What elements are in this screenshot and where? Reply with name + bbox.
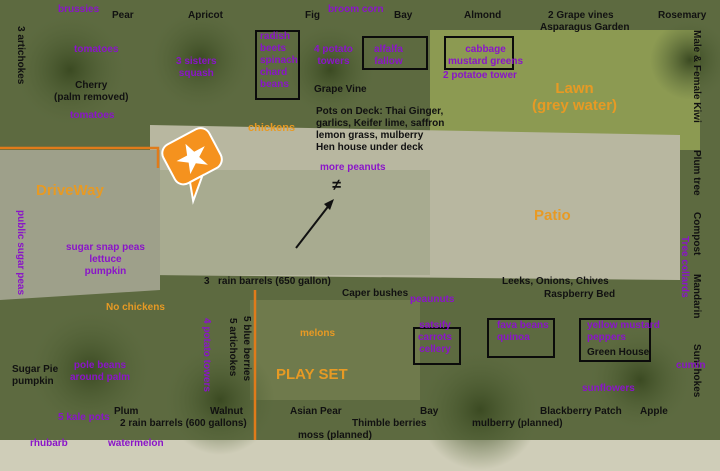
label-walnut: Walnut [210, 406, 243, 417]
label-driveway: DriveWay [36, 182, 104, 199]
label-peaunuts: peaunuts [410, 294, 455, 305]
label-tomatoes-1: tomatoes [74, 44, 119, 55]
label-patio: Patio [534, 207, 571, 224]
label-mulberry-planned: mulberry (planned) [472, 418, 563, 429]
label-pots-on-deck: Pots on Deck: Thai Ginger, garlics, Keif… [316, 106, 445, 153]
label-watermelon: watermelon [108, 438, 164, 449]
label-radish-bed: radish beets spinach chard beans [260, 31, 298, 90]
label-sugar-snap-peas: sugar snap peas lettuce pumpkin [66, 242, 145, 277]
bed-box-cabbage [444, 36, 514, 70]
label-chickens: chickens [248, 122, 296, 134]
label-lawn: Lawn (grey water) [532, 80, 618, 114]
bed-box-yellow-mustard [579, 318, 651, 362]
label-leeks: Leeks, Onions, Chives [502, 276, 609, 287]
bed-box-satsify [413, 327, 461, 365]
label-3: 3 [204, 276, 210, 287]
label-plum-tree: Plum tree [691, 150, 702, 196]
label-3-artichokes: 3 artichokes [15, 26, 26, 85]
label-raspberry-bed: Raspberry Bed [544, 289, 616, 300]
label-2-potatoe-tower: 2 potatoe tower [443, 70, 517, 81]
label-apple: Apple [640, 406, 668, 417]
label-public-sugar-peas: public sugar peas [15, 210, 26, 296]
label-play-set: PLAY SET [276, 366, 348, 383]
label-yellow-mustard: yellow mustard peppers [587, 320, 660, 343]
label-rain-barrels-650: rain barrels (650 gallon) [218, 276, 331, 287]
bed-box-radish [255, 30, 300, 100]
label-rain-barrels-600: 2 rain barrels (600 gallons) [120, 418, 247, 429]
label-bay-bottom: Bay [420, 406, 439, 417]
label-broom-corn: broom corn [328, 4, 384, 15]
label-moss-planned: moss (planned) [298, 430, 372, 441]
label-kiwi: Male & Female Kiwi [691, 30, 702, 123]
label-5-artichokes: 5 artichokes [227, 318, 238, 377]
north-arrow-glyph: ≠ [332, 177, 341, 194]
label-sunflowers: sunflowers [582, 383, 635, 394]
label-alfalfa: alfalfa fallow [374, 44, 403, 67]
arrow-head [324, 199, 334, 210]
label-satsify: satsify carrots cellery [418, 320, 452, 355]
label-no-chickens: No chickens [106, 302, 165, 313]
arrow [295, 203, 331, 249]
label-more-peanuts: more peanuts [320, 162, 386, 173]
label-5-blue-berries: 5 blue berries [241, 316, 252, 382]
star-pin-icon[interactable] [159, 125, 234, 205]
label-cherry: Cherry (palm removed) [54, 80, 129, 103]
label-green-house: Green House [587, 347, 650, 358]
label-compost: Compost [691, 212, 702, 256]
label-cabbage: cabbage mustard greens [448, 44, 524, 67]
label-thimble-berries: Thimble berries [352, 418, 427, 429]
label-4-potato-towers: 4 potato towers [314, 44, 353, 67]
label-blackberry-patch: Blackberry Patch [540, 406, 622, 417]
label-5-kale-pots: 5 kale pots [58, 412, 110, 423]
label-asparagus: Asparagus Garden [540, 22, 630, 33]
label-3-sisters: 3 sisters squash [176, 56, 217, 79]
label-tomatoes-2: tomatoes [70, 110, 115, 121]
label-brussies: brussies [58, 4, 100, 15]
label-grape-vines: 2 Grape vines [548, 10, 614, 21]
label-rosemary: Rosemary [658, 10, 707, 21]
label-4-potato-towers-2: 4 potato towers [201, 318, 212, 392]
label-rhubarb: rhubarb [30, 438, 68, 449]
label-fava-beans: fava beans quinoa [497, 320, 549, 343]
label-sunchokes: Sunchokes [691, 344, 702, 398]
label-grape-vine: Grape Vine [314, 84, 367, 95]
label-melons: melons [300, 328, 336, 339]
label-bay-top: Bay [394, 10, 413, 21]
bed-box-fava [487, 318, 555, 358]
label-mandarin: Mandarin [691, 274, 702, 319]
label-sugar-pie-pumpkin: Sugar Pie pumpkin [12, 364, 59, 387]
label-asian-pear: Asian Pear [290, 406, 342, 417]
label-caper-bushes: Caper bushes [342, 288, 409, 299]
bed-box-alfalfa [362, 36, 428, 70]
label-apricot: Apricot [188, 10, 223, 21]
label-fig: Fig [305, 10, 320, 21]
label-pole-beans: pole beans around palm [70, 360, 131, 383]
label-plum: Plum [114, 406, 139, 417]
label-cumin: cumin [676, 360, 706, 371]
driveway-boundary [0, 146, 160, 168]
label-almond: Almond [464, 10, 502, 21]
label-tree-collards: Tree collards [679, 236, 690, 298]
label-pear: Pear [112, 10, 134, 21]
